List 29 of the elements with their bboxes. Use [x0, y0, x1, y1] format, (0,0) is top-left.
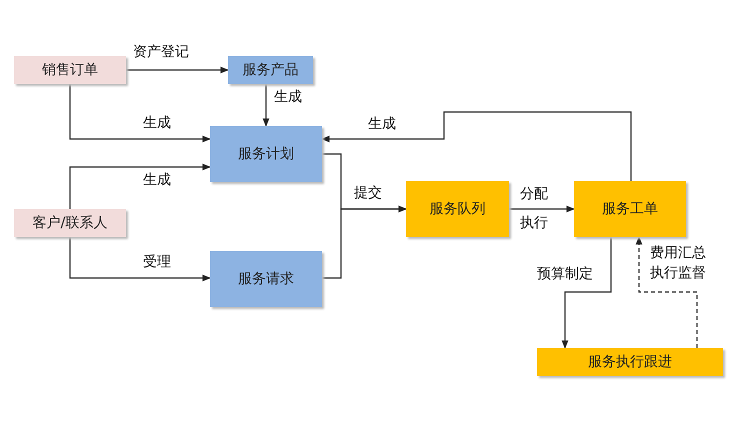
edge-label: 生成	[274, 88, 302, 107]
edge-label: 资产登记	[133, 43, 189, 62]
arrow	[509, 206, 575, 212]
process-box: 服务产品	[228, 56, 313, 84]
process-box: 服务队列	[406, 181, 509, 237]
edge-label: 费用汇总执行监督	[650, 244, 707, 283]
edge-label: 生成	[143, 171, 171, 190]
edge-label: 预算制定	[537, 265, 593, 284]
arrow	[562, 237, 612, 349]
arrow	[262, 84, 270, 127]
edge-label: 提交	[354, 184, 382, 203]
text-label: 执行	[520, 214, 548, 233]
process-box: 服务计划	[210, 126, 322, 182]
edge-label: 生成	[368, 115, 396, 134]
process-box: 服务工单	[574, 181, 686, 237]
edge-label: 生成	[143, 114, 171, 133]
process-box: 服务请求	[210, 251, 322, 307]
edge-label: 受理	[143, 253, 171, 272]
arrow	[322, 206, 407, 279]
arrow	[321, 111, 632, 181]
arrow	[69, 164, 211, 209]
arrow	[126, 66, 229, 74]
source-box: 销售订单	[14, 56, 126, 84]
edge-label: 分配	[520, 185, 548, 204]
source-box: 客户/联系人	[14, 209, 126, 237]
process-box: 服务执行跟进	[537, 348, 723, 376]
arrow	[69, 84, 211, 142]
dashed-arrow	[636, 236, 698, 348]
arrow	[69, 237, 211, 282]
